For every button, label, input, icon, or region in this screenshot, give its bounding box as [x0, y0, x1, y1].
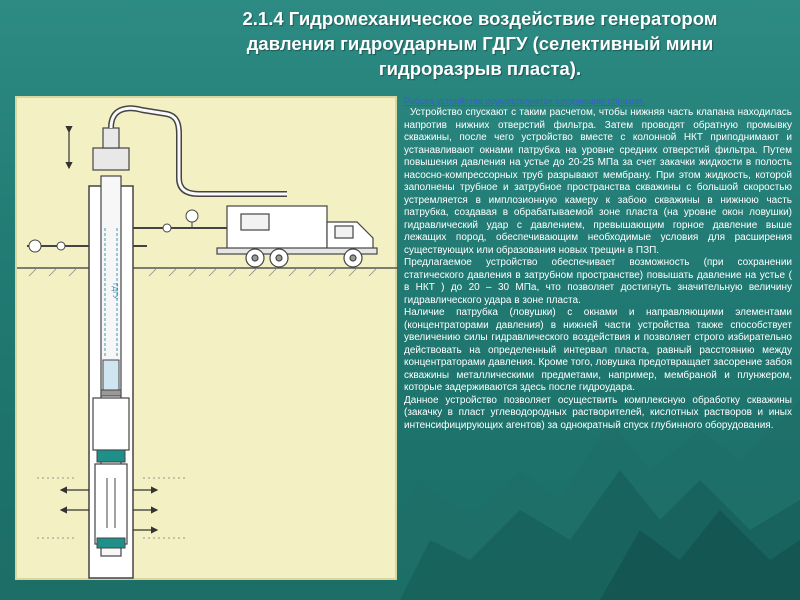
paragraph-procedure: Устройство спускают с таким расчетом, чт…: [404, 107, 792, 256]
slide-title: 2.1.4 Гидромеханическое воздействие гене…: [175, 6, 785, 81]
perforation-arrows: [59, 486, 159, 534]
title-line-2: давления гидроударным ГДГУ (селективный …: [246, 33, 714, 54]
paragraph-pressure: Предлагаемое устройство обеспечивает воз…: [404, 257, 792, 306]
title-line-3: гидроразрыв пласта).: [378, 58, 582, 79]
title-line-1: 2.1.4 Гидромеханическое воздействие гене…: [242, 8, 718, 29]
tubing-label: ГДГУ: [111, 283, 118, 300]
fluid-marks: [104, 228, 118, 358]
wellhead: [92, 147, 130, 171]
equipment-diagram: ГДГУ: [15, 96, 399, 580]
ground-hatch: [28, 267, 378, 277]
description-heading[interactable]: Работа устройства осуществляется следующ…: [404, 96, 646, 106]
swan-neck: [108, 105, 287, 197]
diagram-svg: ГДГУ: [17, 105, 399, 579]
description-text: Работа устройства осуществляется следующ…: [404, 96, 792, 432]
formation-marks: [37, 477, 187, 539]
paragraph-trap: Наличие патрубка (ловушки) с окнами и на…: [404, 307, 792, 393]
trap-section: [94, 463, 128, 549]
pump-truck: [216, 205, 378, 268]
paragraph-complex-treatment: Данное устройство позволяет осуществить …: [404, 394, 792, 431]
plunger-assembly: [92, 359, 130, 463]
